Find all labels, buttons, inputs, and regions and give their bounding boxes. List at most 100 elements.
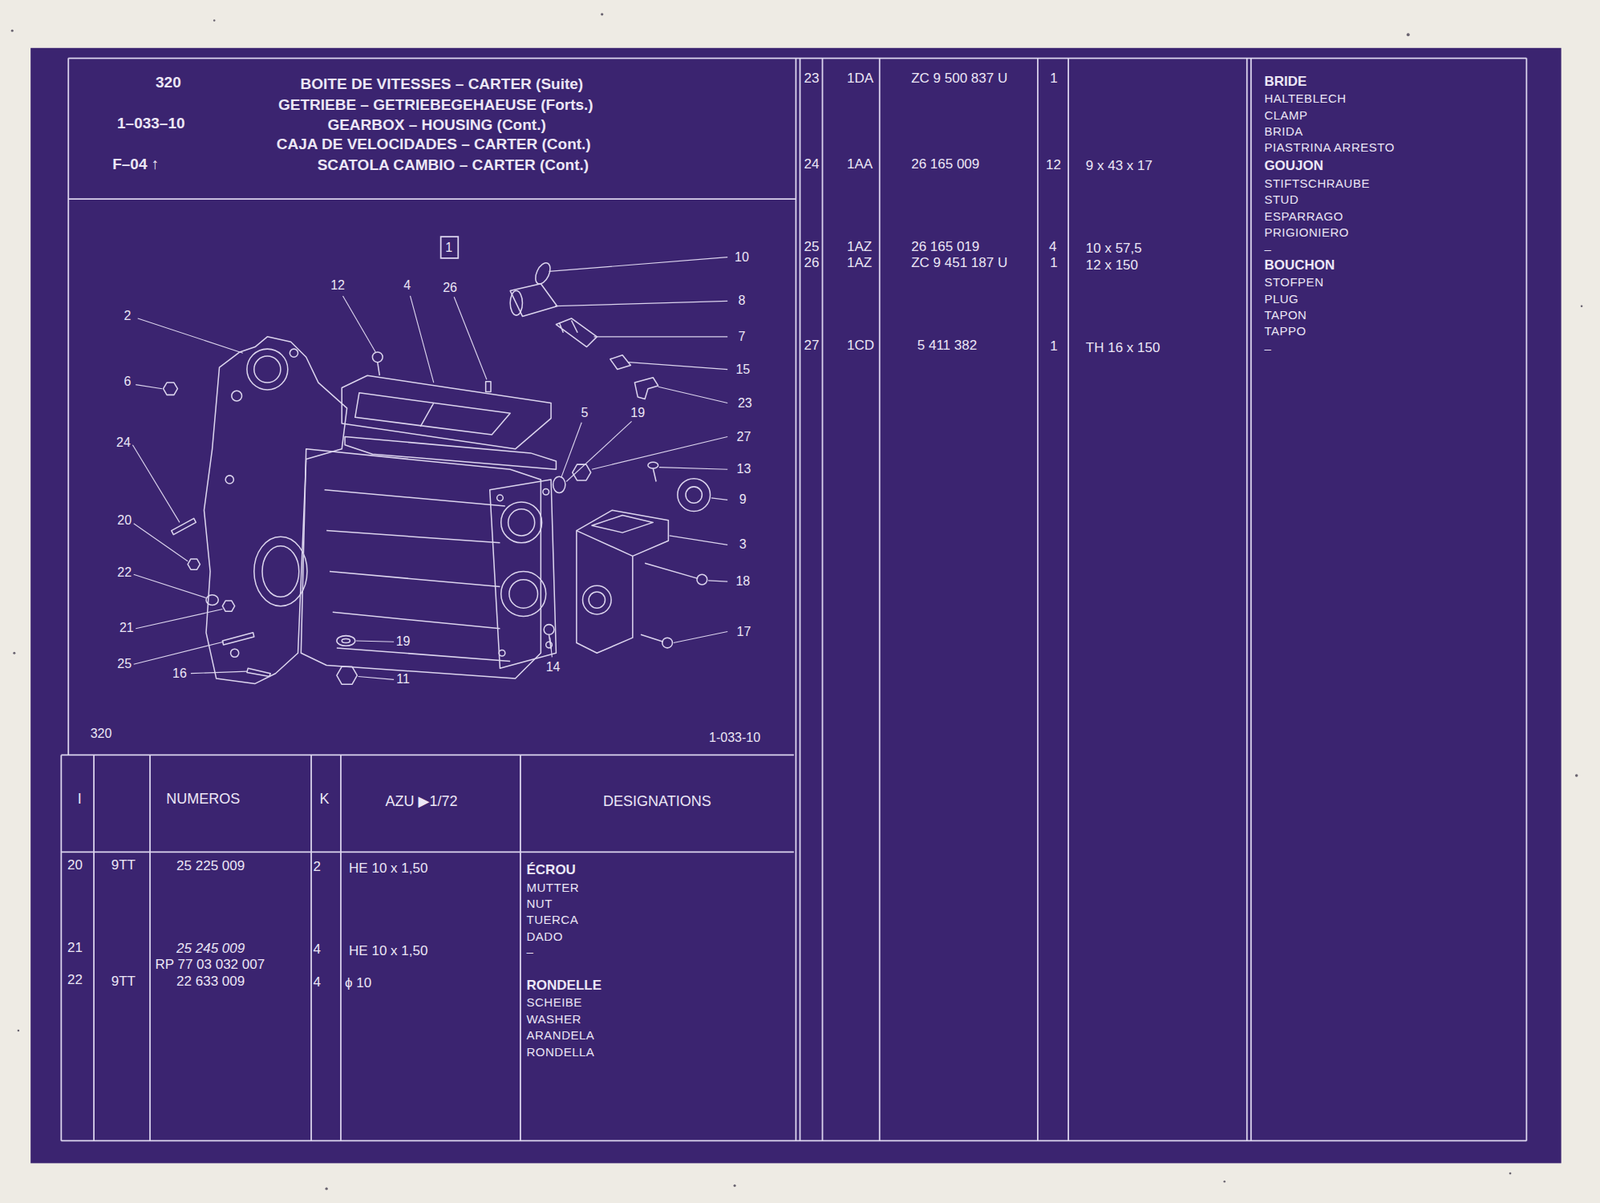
speckle [600, 12, 604, 16]
table-grid [68, 198, 796, 200]
leader-line [135, 384, 163, 389]
table-cell: HE 10 x 1,50 [348, 860, 428, 875]
part-name-translation: SCHEIBE [526, 996, 583, 1009]
part-name-translation: RONDELLA [526, 1045, 596, 1058]
speckle [733, 1184, 737, 1187]
gearbox-drawing [324, 490, 511, 662]
table-grid [1067, 58, 1070, 1142]
speckle [1223, 1180, 1227, 1183]
table-cell: 1AZ [846, 238, 872, 253]
leader-line [669, 535, 729, 545]
table-cell: 4 [1049, 238, 1057, 253]
gearbox-drawing [225, 475, 234, 484]
table-grid [1526, 58, 1528, 1142]
part-name: RONDELLE [526, 977, 603, 992]
header-text: GETRIEBE – GETRIEBEGEHAEUSE (Forts.) [278, 96, 594, 112]
leader-line [358, 676, 395, 681]
table-grid [799, 58, 802, 1142]
gearbox-drawing [696, 574, 708, 585]
part-name-translation: BRIDA [1263, 124, 1303, 137]
table-cell: 9TT [111, 857, 136, 871]
gearbox-drawing [662, 637, 673, 649]
table-grid [1246, 58, 1248, 1142]
table-cell: 27 [804, 338, 820, 353]
leader-line [133, 641, 224, 665]
speckle [213, 19, 216, 22]
table-cell: 1DA [846, 70, 874, 85]
column-heading: AZU ▶1/72 [385, 793, 458, 809]
leader-line [658, 386, 729, 403]
gearbox-drawing [553, 476, 566, 493]
gearbox-drawing [206, 595, 219, 606]
part-name-translation: CLAMP [1263, 108, 1308, 121]
callout-number: 2 [124, 309, 132, 323]
table-cell: 25 245 009 [176, 941, 245, 956]
table-cell: ZC 9 451 187 U [911, 255, 1008, 270]
part-name-translation: ARANDELA [526, 1028, 596, 1042]
table-grid [93, 754, 95, 1141]
gearbox-drawing [336, 666, 357, 685]
callout-number: 9 [739, 493, 747, 507]
part-name-translation: STUD [1263, 193, 1299, 206]
part-name-translation: WASHER [526, 1012, 582, 1025]
part-name-translation: – [1263, 341, 1272, 354]
callout-number: 1-033-10 [708, 731, 761, 745]
table-cell: ϕ 10 [344, 976, 372, 990]
gearbox-drawing [576, 510, 669, 653]
callout-number: 24 [116, 436, 131, 450]
column-heading: I [77, 791, 82, 807]
table-cell: 1 [1049, 339, 1058, 353]
table-cell: HE 10 x 1,50 [348, 943, 428, 957]
speckle [1575, 773, 1579, 778]
gearbox-drawing [543, 624, 555, 636]
column-heading: DESIGNATIONS [603, 793, 712, 809]
gearbox-drawing [222, 600, 235, 612]
table-cell: 23 [804, 70, 820, 85]
gearbox-drawing [509, 579, 539, 609]
table-cell: 1 [1049, 70, 1058, 85]
callout-number: 3 [739, 538, 747, 551]
part-name-translation: NUT [526, 897, 553, 910]
leader-line [554, 300, 728, 306]
callout-number: 13 [737, 462, 752, 476]
gearbox-drawing [588, 591, 605, 608]
part-name: ÉCROU [526, 862, 576, 877]
callout-number: 1 [445, 241, 453, 255]
table-cell: 9TT [111, 973, 136, 988]
callout-number: 7 [738, 330, 746, 344]
leader-line [550, 637, 553, 657]
leader-line [137, 318, 244, 353]
leader-line [549, 257, 729, 272]
gearbox-drawing [610, 355, 631, 370]
leader-line [591, 437, 728, 470]
gearbox-drawing [254, 536, 308, 607]
gearbox-drawing [254, 356, 281, 383]
gearbox-drawing [171, 518, 197, 535]
leader-line [343, 295, 377, 353]
table-cell: 12 [1045, 157, 1062, 171]
table-grid [67, 58, 69, 756]
gearbox-drawing [498, 649, 506, 657]
callout-number: 19 [630, 406, 645, 420]
speckle [12, 652, 16, 655]
gearbox-drawing [576, 514, 653, 556]
header-text: GEARBOX – HOUSING (Cont.) [327, 117, 546, 133]
column-heading: NUMEROS [166, 791, 240, 807]
callout-number: 21 [119, 621, 134, 635]
gearbox-drawing [555, 318, 597, 348]
gearbox-drawing [490, 479, 557, 669]
part-name-translation: HALTEBLECH [1263, 92, 1346, 105]
part-name-translation: DADO [526, 929, 564, 942]
gearbox-drawing [640, 634, 664, 642]
gearbox-drawing [486, 381, 491, 393]
header-text: F–04 ↑ [112, 155, 159, 171]
leader-line [190, 671, 248, 674]
table-grid [519, 754, 522, 1141]
part-name-translation: – [526, 944, 535, 957]
callout-number: 11 [396, 672, 410, 686]
callout-number: 27 [737, 430, 752, 444]
table-cell: 4 [313, 975, 321, 989]
column-heading: K [320, 791, 330, 807]
table-cell: 5 411 382 [917, 338, 977, 353]
gearbox-drawing [510, 291, 523, 316]
